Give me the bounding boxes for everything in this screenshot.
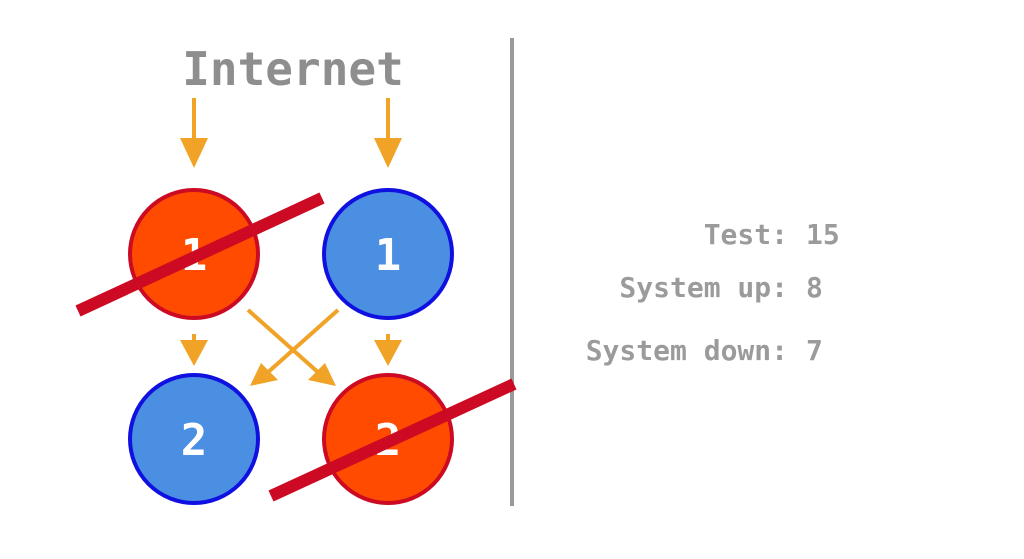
arrow-internet-to-top-left xyxy=(180,98,208,168)
stat-test-label: Test: xyxy=(703,218,788,251)
node-top-right-label: 1 xyxy=(375,230,402,281)
arrow-top-left-to-bottom-left xyxy=(180,334,208,366)
node-top-right: 1 xyxy=(322,188,454,320)
stat-system-down-value: 7 xyxy=(806,334,823,367)
stat-system-down-label: System down: xyxy=(585,334,788,367)
stat-row-system-up: System up: 8 xyxy=(520,271,880,311)
stat-row-system-down: System down: 7 xyxy=(520,334,880,374)
arrow-top-right-to-bottom-left xyxy=(250,308,340,386)
arrow-top-left-to-bottom-right xyxy=(246,308,336,386)
stat-test-value: 15 xyxy=(806,218,840,251)
arrow-internet-to-top-right xyxy=(374,98,402,168)
arrow-top-right-to-bottom-right xyxy=(374,334,402,366)
stat-row-test: Test: 15 xyxy=(520,218,880,258)
slash-bottom-right xyxy=(268,378,517,502)
stat-system-up-value: 8 xyxy=(806,271,823,304)
node-bottom-left: 2 xyxy=(128,373,260,505)
stat-system-up-label: System up: xyxy=(619,271,788,304)
node-bottom-left-label: 2 xyxy=(181,415,208,466)
slash-top-left xyxy=(75,192,325,317)
internet-title: Internet xyxy=(182,42,404,96)
